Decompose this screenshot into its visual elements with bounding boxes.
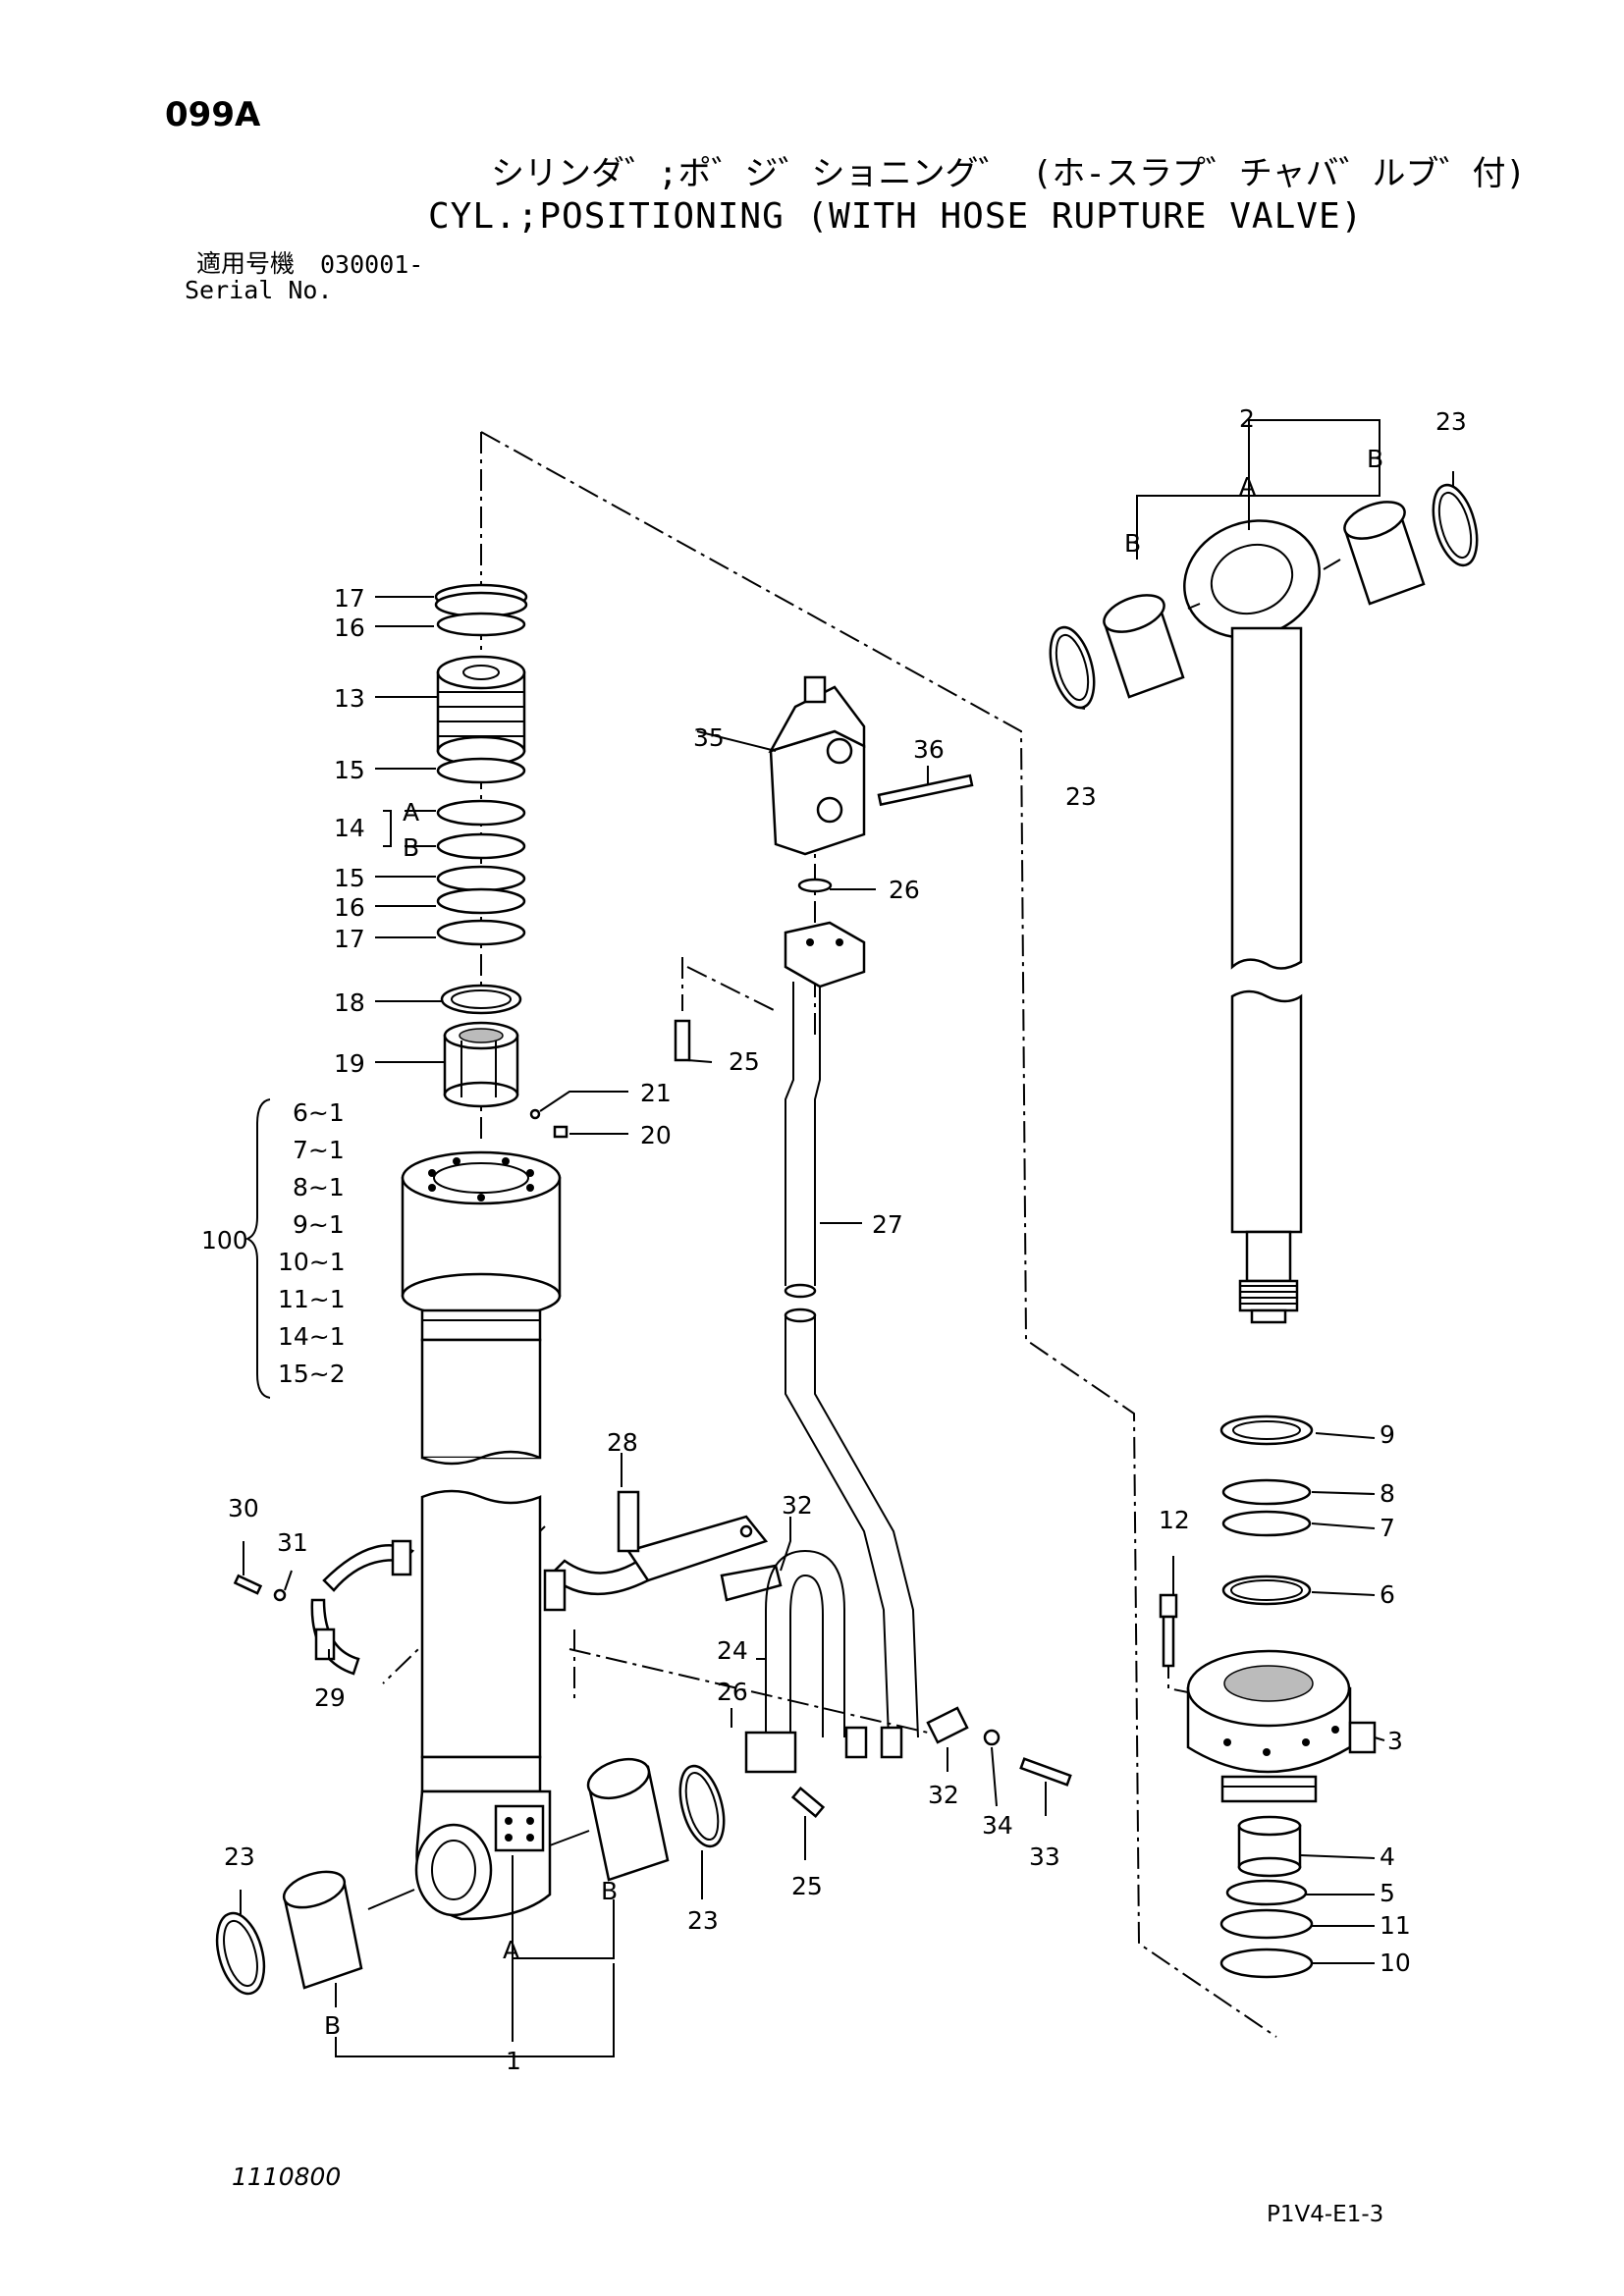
callout-12: 12 bbox=[1159, 1506, 1190, 1534]
page-code: 099A bbox=[165, 95, 261, 134]
rod-head-assembly bbox=[1159, 1415, 1377, 1979]
callout-33: 33 bbox=[1029, 1842, 1060, 1871]
hose-rupture-valve bbox=[674, 675, 974, 1062]
callout-35: 35 bbox=[693, 723, 725, 752]
callout-24: 24 bbox=[717, 1636, 748, 1665]
page-reference: P1V4-E1-3 bbox=[1267, 2202, 1384, 2227]
callout-31: 31 bbox=[277, 1528, 308, 1557]
callout-20: 20 bbox=[640, 1121, 672, 1149]
callout-label-b: B bbox=[324, 2011, 341, 2040]
cylinder-tube bbox=[401, 1150, 562, 1921]
kit-item: 9~1 bbox=[293, 1210, 345, 1239]
kit-item: 15~2 bbox=[278, 1360, 346, 1388]
callout-8: 8 bbox=[1380, 1479, 1395, 1508]
kit-item: 14~1 bbox=[278, 1322, 346, 1351]
serial-value: 030001- bbox=[320, 250, 424, 279]
callout-100: 100 bbox=[201, 1226, 248, 1255]
callout-18: 18 bbox=[334, 988, 365, 1017]
callout-21: 21 bbox=[640, 1079, 672, 1107]
kit-item: 7~1 bbox=[293, 1136, 345, 1164]
hose-pipes bbox=[744, 921, 919, 1774]
kit-contents-list: 6~1 7~1 8~1 9~1 10~1 11~1 14~1 15~2 bbox=[278, 1098, 346, 1388]
callout-10: 10 bbox=[1380, 1949, 1411, 1977]
callout-16: 16 bbox=[334, 614, 365, 642]
drawing-number: 1110800 bbox=[232, 2163, 342, 2191]
callout-17: 17 bbox=[334, 925, 365, 953]
callout-30: 30 bbox=[228, 1494, 259, 1522]
callout-15: 15 bbox=[334, 864, 365, 892]
title-english: CYL.;POSITIONING (WITH HOSE RUPTURE VALV… bbox=[428, 196, 1364, 237]
kit-item: 11~1 bbox=[278, 1285, 346, 1313]
callout-label-a: A bbox=[1239, 472, 1256, 501]
callout-14: 14 bbox=[334, 814, 365, 842]
kit-item: 6~1 bbox=[293, 1098, 345, 1127]
callout-25: 25 bbox=[791, 1872, 823, 1900]
lower-bushings bbox=[215, 1757, 726, 1996]
kit-item: 8~1 bbox=[293, 1173, 345, 1201]
rod-seal-stack bbox=[434, 583, 568, 1139]
callout-label-b: B bbox=[1124, 529, 1141, 558]
callout-17: 17 bbox=[334, 584, 365, 613]
callout-11: 11 bbox=[1380, 1911, 1411, 1940]
callout-32: 32 bbox=[928, 1781, 959, 1809]
callout-32: 32 bbox=[782, 1491, 813, 1520]
callout-6: 6 bbox=[1380, 1580, 1395, 1609]
callout-label-b: B bbox=[1367, 445, 1383, 473]
serial-label-japanese: 適用号機 bbox=[196, 249, 296, 278]
callout-27: 27 bbox=[872, 1210, 903, 1239]
callout-28: 28 bbox=[607, 1428, 638, 1457]
kit-item: 10~1 bbox=[278, 1248, 346, 1276]
callout-29: 29 bbox=[314, 1683, 346, 1712]
title-japanese: シリンダ゛;ポ゛ジ゛ショニング゛ (ホ-スラプ゛チャバ゛ルブ゛付) bbox=[491, 154, 1527, 193]
serial-label-english: Serial No. bbox=[185, 276, 333, 304]
callout-label-a: A bbox=[503, 1936, 519, 1964]
piston-rod bbox=[1049, 483, 1479, 1324]
callout-labels: 17 16 13 15 14 A B 15 16 17 18 19 21 20 … bbox=[201, 404, 1467, 2075]
callout-1: 1 bbox=[506, 2047, 521, 2075]
leader-lines bbox=[240, 419, 1454, 2057]
kit-bracket bbox=[244, 1098, 271, 1399]
callout-5: 5 bbox=[1380, 1879, 1395, 1907]
callout-2: 2 bbox=[1239, 404, 1255, 433]
callout-13: 13 bbox=[334, 684, 365, 713]
callout-16: 16 bbox=[334, 893, 365, 922]
callout-7: 7 bbox=[1380, 1514, 1395, 1542]
callout-23: 23 bbox=[687, 1906, 719, 1935]
callout-15: 15 bbox=[334, 756, 365, 784]
callout-23: 23 bbox=[1435, 407, 1467, 436]
callout-26: 26 bbox=[717, 1678, 748, 1706]
callout-25: 25 bbox=[729, 1047, 760, 1076]
callout-label-b: B bbox=[601, 1877, 618, 1905]
callout-26: 26 bbox=[889, 876, 920, 904]
callout-label-a: A bbox=[403, 798, 419, 827]
callout-label-b: B bbox=[403, 833, 419, 862]
callout-23: 23 bbox=[224, 1842, 255, 1871]
callout-23: 23 bbox=[1065, 782, 1097, 811]
callout-9: 9 bbox=[1380, 1420, 1395, 1449]
callout-3: 3 bbox=[1387, 1727, 1403, 1755]
callout-34: 34 bbox=[982, 1811, 1013, 1840]
callout-36: 36 bbox=[913, 735, 945, 764]
callout-19: 19 bbox=[334, 1049, 365, 1078]
pipe-clamps bbox=[233, 1490, 1072, 1818]
callout-4: 4 bbox=[1380, 1842, 1395, 1871]
